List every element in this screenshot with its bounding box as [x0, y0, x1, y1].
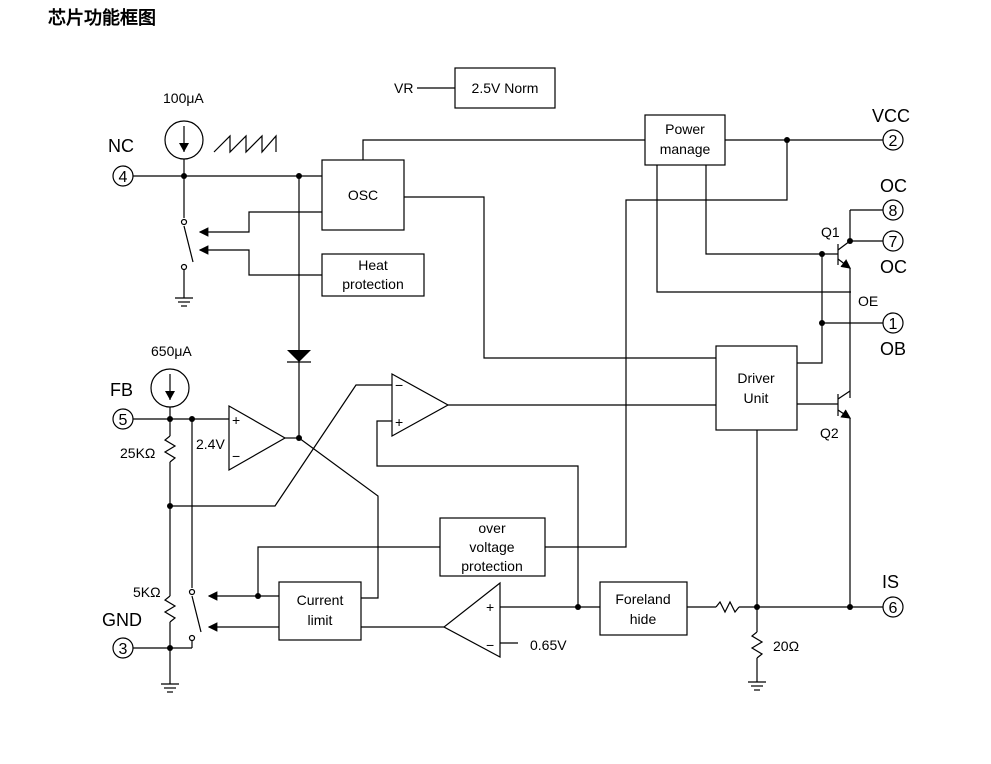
- svg-text:OE: OE: [858, 293, 878, 309]
- svg-text:manage: manage: [660, 141, 711, 157]
- svg-text:NC: NC: [108, 136, 134, 156]
- current-limit-block: Current limit: [278, 581, 362, 641]
- svg-text:0.65V: 0.65V: [530, 637, 567, 653]
- current-source-650ua: 650μA: [150, 343, 192, 419]
- ground-symbol-right: [748, 681, 766, 691]
- svg-text:Power: Power: [665, 121, 705, 137]
- svg-text:−: −: [395, 377, 403, 393]
- svg-text:2.4V: 2.4V: [196, 436, 225, 452]
- svg-text:2.5V Norm: 2.5V Norm: [472, 80, 539, 96]
- resistor-5k: 5KΩ: [133, 584, 177, 684]
- fb-switch: [188, 419, 202, 648]
- q2-transistor: Q2: [797, 390, 851, 607]
- diode: [287, 350, 311, 363]
- svg-text:OC: OC: [880, 176, 907, 196]
- svg-text:+: +: [486, 599, 494, 615]
- svg-text:100μA: 100μA: [163, 90, 204, 106]
- svg-text:8: 8: [889, 203, 898, 220]
- resistor-25k: 25KΩ: [120, 419, 177, 596]
- pin-6-is: IS 6: [882, 572, 904, 618]
- svg-text:VCC: VCC: [872, 106, 910, 126]
- svg-text:OB: OB: [880, 339, 906, 359]
- fb-amplifier: + − 2.4V: [196, 404, 287, 472]
- svg-text:7: 7: [889, 234, 898, 251]
- svg-text:Heat: Heat: [358, 257, 388, 273]
- pin-8-oc: OC 8: [880, 176, 907, 221]
- heat-protection-block: Heat protection: [321, 253, 425, 297]
- svg-text:650μA: 650μA: [151, 343, 192, 359]
- diagram-title: 芯片功能框图: [48, 8, 156, 29]
- pin-5-fb: FB 5: [110, 380, 134, 430]
- comparator-top: − +: [391, 372, 450, 438]
- svg-text:20Ω: 20Ω: [773, 638, 799, 654]
- svg-text:−: −: [232, 448, 240, 464]
- svg-text:VR: VR: [394, 80, 413, 96]
- svg-text:protection: protection: [342, 276, 403, 292]
- svg-text:protection: protection: [461, 558, 522, 574]
- svg-text:3: 3: [119, 641, 128, 658]
- svg-text:−: −: [486, 637, 494, 653]
- pin-7-oc: 7 OC: [880, 230, 907, 277]
- svg-text:FB: FB: [110, 380, 133, 400]
- osc-block: OSC: [321, 159, 405, 231]
- svg-text:1: 1: [889, 316, 898, 333]
- svg-text:voltage: voltage: [469, 539, 514, 555]
- svg-text:Driver: Driver: [737, 370, 775, 386]
- driver-unit-block: Driver Unit: [715, 345, 798, 431]
- svg-text:GND: GND: [102, 610, 142, 630]
- svg-text:5KΩ: 5KΩ: [133, 584, 161, 600]
- svg-text:OSC: OSC: [348, 187, 378, 203]
- svg-text:hide: hide: [630, 611, 657, 627]
- svg-text:4: 4: [119, 169, 128, 186]
- foreland-hide-block: Foreland hide: [599, 581, 688, 636]
- svg-text:OC: OC: [880, 257, 907, 277]
- pin-2-vcc: VCC 2: [872, 106, 910, 151]
- svg-text:+: +: [395, 414, 403, 430]
- svg-text:25KΩ: 25KΩ: [120, 445, 155, 461]
- vr-norm-block: 2.5V Norm: [454, 67, 556, 109]
- vr-label: VR: [394, 80, 455, 96]
- svg-text:Q1: Q1: [821, 224, 840, 240]
- svg-text:2: 2: [889, 133, 898, 150]
- svg-text:6: 6: [889, 600, 898, 617]
- sawtooth-waveform: [213, 134, 277, 154]
- comparator-bottom: + −: [442, 581, 501, 659]
- svg-text:5: 5: [119, 412, 128, 429]
- pin-3-gnd: GND 3: [102, 610, 142, 659]
- pin-1-ob: 1 OB: [880, 312, 906, 359]
- resistor-20ohm: 20Ω: [750, 631, 799, 682]
- ground-symbol-left: [161, 683, 179, 693]
- nc-switch: [175, 176, 194, 307]
- svg-text:Foreland: Foreland: [615, 591, 670, 607]
- svg-text:Current: Current: [297, 592, 344, 608]
- over-voltage-protection-block: over voltage protection: [439, 517, 546, 577]
- power-manage-block: Power manage: [644, 114, 726, 166]
- svg-text:Unit: Unit: [744, 390, 769, 406]
- svg-text:limit: limit: [308, 612, 333, 628]
- svg-text:over: over: [478, 520, 506, 536]
- current-source-100ua: 100μA: [163, 90, 204, 176]
- pin-4-nc: NC 4: [108, 136, 134, 187]
- svg-text:Q2: Q2: [820, 425, 839, 441]
- svg-text:IS: IS: [882, 572, 899, 592]
- svg-text:+: +: [232, 412, 240, 428]
- q1-transistor: Q1: [821, 209, 883, 398]
